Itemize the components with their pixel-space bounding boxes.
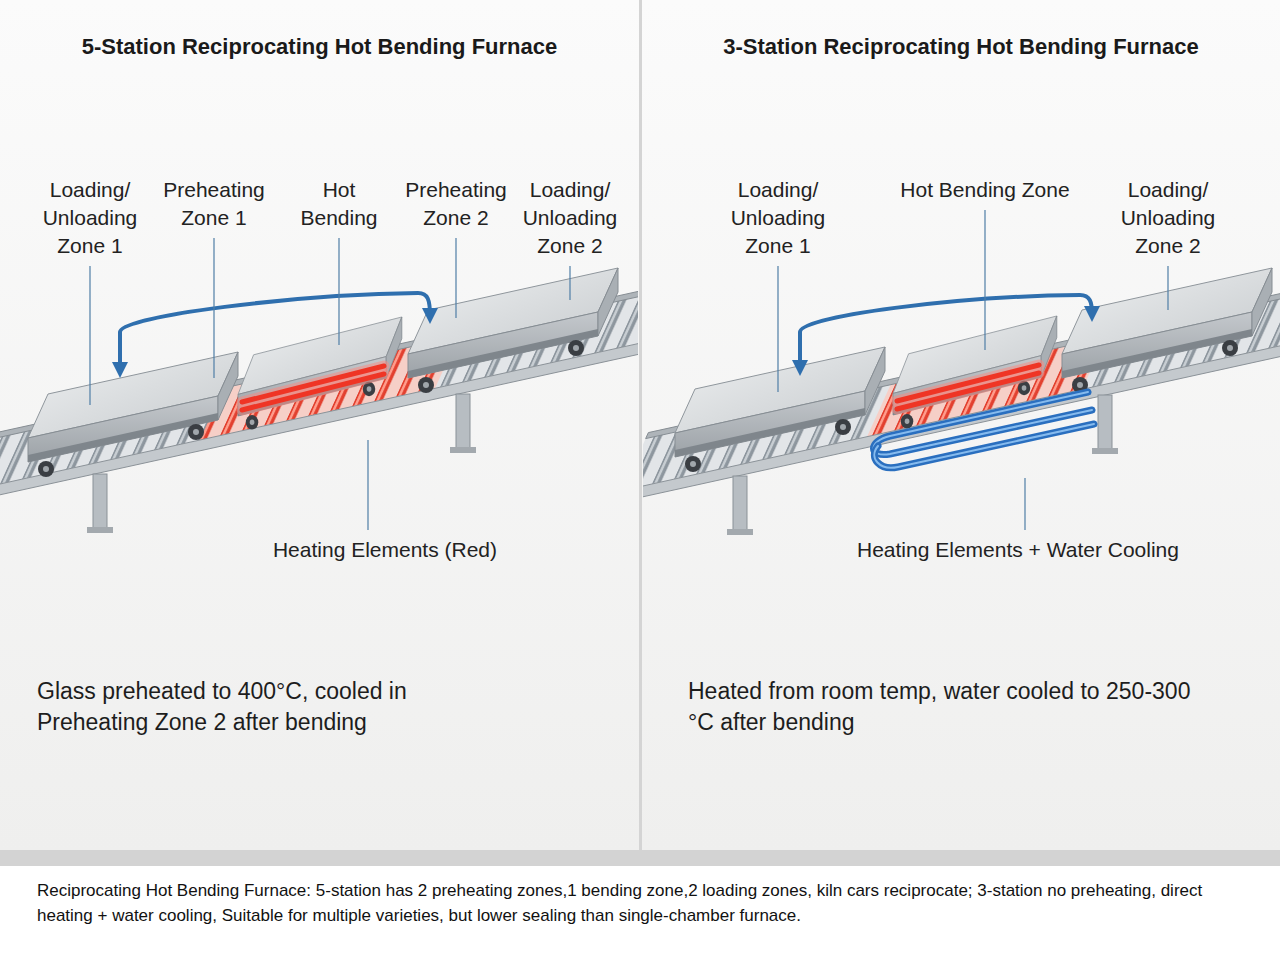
leader-line [213, 238, 214, 378]
leader-line [1024, 478, 1025, 530]
panel-title: 3-Station Reciprocating Hot Bending Furn… [642, 34, 1280, 60]
heating-element [897, 365, 1039, 401]
leader-line [338, 238, 339, 345]
heating-element [242, 366, 384, 402]
heating-element [897, 365, 1039, 409]
leader-line [777, 266, 778, 392]
furnace-panel: 5-Station Reciprocating Hot Bending Furn… [0, 0, 639, 850]
heating-element [242, 366, 384, 410]
zone-label: Preheating Zone 1 [158, 176, 270, 232]
zone-label: Loading/ Unloading Zone 1 [34, 176, 146, 260]
reciprocate-arrow [120, 293, 430, 370]
panel-grounds [639, 0, 642, 850]
panel-note: Heated from room temp, water cooled to 2… [688, 676, 1203, 738]
conveyor-leg [1098, 395, 1112, 450]
panel-grounds [0, 850, 1280, 866]
furnace-illustration [28, 352, 238, 477]
leader-line [367, 440, 368, 530]
zone-label: Hot Bending Zone [900, 176, 1069, 204]
zone-label: Loading/ Unloading Zone 2 [514, 176, 626, 260]
zone-label: Loading/ Unloading Zone 2 [1112, 176, 1224, 260]
heating-element [242, 366, 384, 402]
heating-element [242, 374, 384, 410]
heating-element [897, 373, 1039, 409]
leader-line [1167, 266, 1168, 310]
furnace-illustration [1062, 268, 1272, 393]
furnace-illustration [675, 347, 885, 472]
conveyor-leg [727, 529, 753, 535]
conveyor-leg [93, 474, 107, 529]
furnace-illustration [893, 316, 1057, 429]
caption-text: Reciprocating Hot Bending Furnace: 5-sta… [37, 878, 1252, 928]
furnace-illustration [408, 268, 618, 393]
zone-label: Hot Bending [293, 176, 385, 232]
zone-label: Loading/ Unloading Zone 1 [722, 176, 834, 260]
conveyor-leg [1092, 448, 1118, 454]
panel-grounds [0, 866, 1280, 960]
leader-line [455, 238, 456, 318]
furnace-panel: 3-Station Reciprocating Hot Bending Furn… [642, 0, 1280, 850]
water-cooling-pipe [874, 424, 1094, 468]
water-cooling-pipe [874, 392, 1095, 468]
water-cooling-pipe [874, 424, 1094, 468]
conveyor-leg [450, 447, 476, 453]
conveyor-leg [87, 527, 113, 533]
leader-line [984, 210, 985, 350]
conveyor-leg [456, 394, 470, 449]
furnace-illustration [238, 317, 402, 430]
leader-line [89, 266, 90, 405]
leader-line [569, 266, 570, 300]
reciprocate-arrow [800, 295, 1092, 368]
zone-label: Heating Elements (Red) [273, 536, 497, 564]
leader-line [90, 238, 570, 530]
panel-title: 5-Station Reciprocating Hot Bending Furn… [0, 34, 639, 60]
leader-line [778, 210, 1168, 530]
conveyor-leg [733, 476, 747, 531]
heating-element [897, 365, 1039, 401]
panel-note: Glass preheated to 400°C, cooled in Preh… [37, 676, 457, 738]
zone-label: Preheating Zone 2 [400, 176, 512, 232]
zone-label: Heating Elements + Water Cooling [857, 536, 1179, 564]
